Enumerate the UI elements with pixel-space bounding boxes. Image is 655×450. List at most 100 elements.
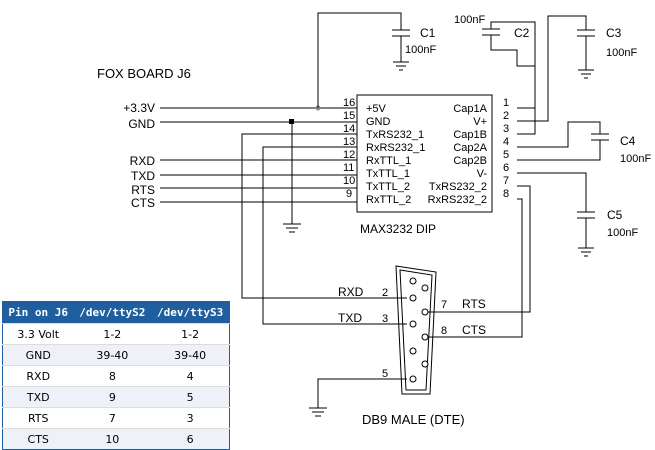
db9-pinnum-8: 8 bbox=[441, 325, 447, 337]
header-pin-on-j6: Pin on J6 bbox=[2, 301, 74, 324]
max3232-chip bbox=[356, 94, 493, 213]
table-row: CTS 10 6 bbox=[2, 428, 230, 450]
chip-pin-label-2: V+ bbox=[473, 116, 487, 128]
db9-pin-6 bbox=[421, 284, 429, 292]
table-row: RXD 8 4 bbox=[2, 365, 230, 387]
chip-pin-num-7: 7 bbox=[503, 175, 509, 187]
header-ttys2: /dev/ttyS2 bbox=[73, 301, 152, 324]
left-side-wires bbox=[160, 107, 357, 203]
capacitor-c5-circuit bbox=[517, 172, 595, 257]
table-row: TXD 9 5 bbox=[2, 386, 230, 408]
chip-pin-num-15: 15 bbox=[343, 110, 355, 122]
db9-pinnum-2: 2 bbox=[382, 287, 388, 299]
db9-signal-rxd: RXD bbox=[338, 285, 364, 299]
table-cell: 3.3 Volt bbox=[2, 323, 74, 345]
chip-pin-num-1: 1 bbox=[503, 97, 509, 109]
junction-dot-gnd bbox=[289, 119, 294, 124]
chip-pin-label-11: TxTTL_1 bbox=[366, 168, 410, 180]
db9-pin-9 bbox=[421, 360, 429, 368]
chip-pin-label-1: Cap1A bbox=[453, 103, 487, 115]
table-row: RTS 7 3 bbox=[2, 407, 230, 429]
capacitor-c5-value: 100nF bbox=[607, 227, 638, 239]
db9-pinnum-7: 7 bbox=[441, 299, 447, 311]
db9-pin-3 bbox=[409, 320, 417, 328]
capacitor-c3-name: C3 bbox=[606, 26, 622, 40]
table-cell: 8 bbox=[73, 365, 152, 387]
chip-pin-label-14: TxRS232_1 bbox=[366, 129, 424, 141]
table-cell: 1-2 bbox=[73, 323, 152, 345]
chip-pin-num-6: 6 bbox=[503, 162, 509, 174]
label-gnd: GND bbox=[128, 117, 155, 131]
chip-pin-num-12: 12 bbox=[343, 149, 355, 161]
chip-pin-label-4: Cap2A bbox=[453, 142, 487, 154]
chip-pin-label-16: +5V bbox=[366, 103, 387, 115]
table-cell: 6 bbox=[151, 428, 230, 450]
capacitor-c2-value: 100nF bbox=[454, 14, 485, 26]
table-row: GND 39-40 39-40 bbox=[2, 344, 230, 366]
label-rxd: RXD bbox=[130, 154, 156, 168]
capacitor-c1-name: C1 bbox=[420, 26, 436, 40]
chip-pin-label-6: V- bbox=[477, 168, 488, 180]
pin-mapping-table: Pin on J6 /dev/ttyS2 /dev/ttyS3 3.3 Volt… bbox=[2, 301, 230, 450]
chip-pin-num-14: 14 bbox=[343, 123, 355, 135]
table-cell: RXD bbox=[2, 365, 74, 387]
table-cell: 7 bbox=[73, 407, 152, 429]
table-cell: TXD bbox=[2, 386, 74, 408]
label-3v3: +3.3V bbox=[123, 101, 155, 115]
chip-pin-label-10: TxTTL_2 bbox=[366, 181, 410, 193]
table-cell: 9 bbox=[73, 386, 152, 408]
chip-pin-label-7: TxRS232_2 bbox=[429, 181, 487, 193]
table-cell: GND bbox=[2, 344, 74, 366]
chip-pin-num-3: 3 bbox=[503, 123, 509, 135]
chip-pin-num-5: 5 bbox=[503, 149, 509, 161]
chip-pin-num-13: 13 bbox=[343, 136, 355, 148]
db9-pinnum-3: 3 bbox=[382, 313, 388, 325]
board-title: FOX BOARD J6 bbox=[97, 66, 191, 81]
db9-signal-wires bbox=[241, 133, 531, 417]
pin-table-header: Pin on J6 /dev/ttyS2 /dev/ttyS3 bbox=[2, 301, 230, 324]
table-row: 3.3 Volt 1-2 1-2 bbox=[2, 323, 230, 345]
db9-connector bbox=[395, 265, 437, 395]
chip-pin-num-9: 9 bbox=[346, 188, 352, 200]
chip-pin-num-4: 4 bbox=[503, 136, 509, 148]
label-txd: TXD bbox=[131, 169, 155, 183]
header-ttys3: /dev/ttyS3 bbox=[151, 301, 230, 324]
table-cell: 1-2 bbox=[151, 323, 230, 345]
db9-pin-5 bbox=[409, 375, 417, 383]
db9-pin-1 bbox=[409, 277, 417, 285]
chip-label: MAX3232 DIP bbox=[360, 222, 436, 236]
capacitor-c2-name: C2 bbox=[514, 26, 530, 40]
table-cell: 5 bbox=[151, 386, 230, 408]
chip-pin-num-11: 11 bbox=[343, 162, 354, 174]
db9-pin-7 bbox=[421, 308, 429, 316]
db9-label: DB9 MALE (DTE) bbox=[362, 412, 465, 427]
capacitor-c5-name: C5 bbox=[607, 208, 623, 222]
table-cell: 4 bbox=[151, 365, 230, 387]
capacitor-c4-circuit bbox=[517, 121, 609, 161]
capacitor-c1-circuit bbox=[317, 12, 410, 108]
table-cell: RTS bbox=[2, 407, 74, 429]
chip-pin-label-8: RxRS232_2 bbox=[428, 194, 487, 206]
table-cell: 39-40 bbox=[151, 344, 230, 366]
table-cell: 10 bbox=[73, 428, 152, 450]
db9-pin-8 bbox=[421, 333, 429, 341]
db9-signal-cts: CTS bbox=[462, 323, 486, 337]
gnd-drop bbox=[283, 122, 301, 233]
chip-pin-num-10: 10 bbox=[343, 175, 355, 187]
db9-pin-4 bbox=[409, 347, 417, 355]
chip-pin-label-5: Cap2B bbox=[453, 155, 487, 167]
chip-pin-label-12: RxTTL_1 bbox=[366, 155, 411, 167]
capacitor-c3-value: 100nF bbox=[606, 47, 637, 59]
table-cell: 3 bbox=[151, 407, 230, 429]
label-rts: RTS bbox=[131, 183, 155, 197]
chip-pin-num-16: 16 bbox=[343, 97, 355, 109]
chip-pin-num-8: 8 bbox=[503, 188, 509, 200]
capacitor-c3-circuit bbox=[517, 15, 595, 122]
chip-pin-label-13: RxRS232_1 bbox=[366, 142, 425, 154]
chip-pin-num-2: 2 bbox=[503, 110, 509, 122]
chip-pin-label-9: RxTTL_2 bbox=[366, 194, 411, 206]
db9-signal-txd: TXD bbox=[338, 311, 362, 325]
capacitor-c2-circuit bbox=[482, 21, 536, 135]
table-cell: CTS bbox=[2, 428, 74, 450]
